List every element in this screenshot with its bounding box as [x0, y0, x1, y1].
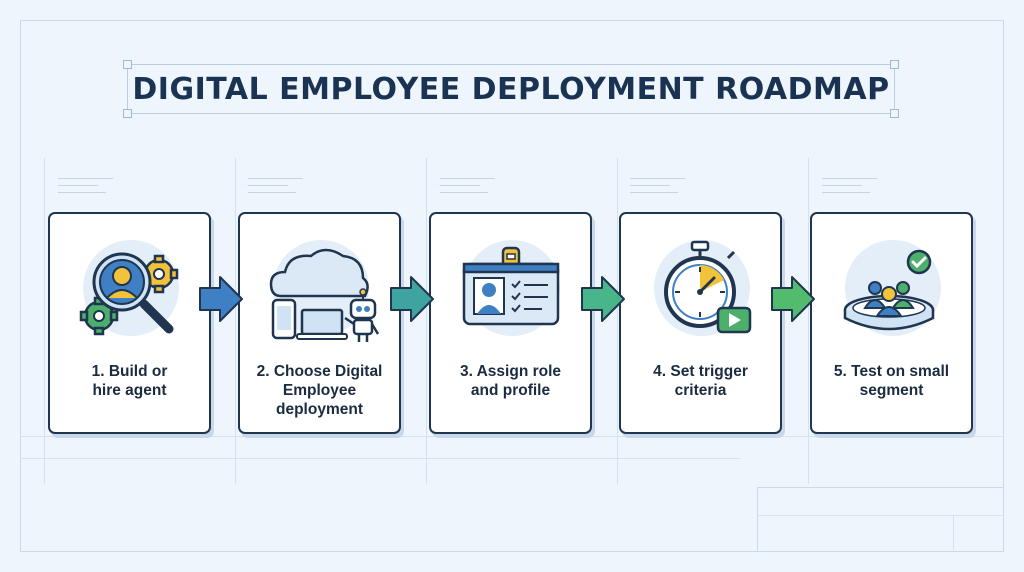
deco-lines: [440, 178, 495, 199]
deco-lines: [630, 178, 685, 199]
grid-line: [20, 458, 740, 459]
step-card-4: 4. Set trigger criteria: [619, 212, 782, 434]
step-label: 2. Choose Digital Employee deployment: [256, 363, 383, 418]
step-card-3: 3. Assign role and profile: [429, 212, 592, 434]
grid-line: [617, 158, 618, 484]
right-arrow-icon: [771, 276, 815, 322]
title-box: DIGITAL EMPLOYEE DEPLOYMENT ROADMAP: [123, 60, 899, 118]
step-card-5: 5. Test on small segment: [810, 212, 973, 434]
right-arrow-icon: [199, 276, 243, 322]
step-card-1: 1. Build or hire agent: [48, 212, 211, 434]
step-label: 1. Build or hire agent: [91, 363, 168, 399]
title-corner: [123, 60, 132, 69]
step-label: 4. Set trigger criteria: [653, 363, 748, 399]
cloud-devices-robot-icon: [259, 230, 380, 351]
grid-line: [808, 158, 809, 484]
group-check-platform-icon: [831, 230, 952, 351]
title-corner: [890, 109, 899, 118]
step-card-2: 2. Choose Digital Employee deployment: [238, 212, 401, 434]
page-title: DIGITAL EMPLOYEE DEPLOYMENT ROADMAP: [132, 71, 890, 107]
step-label: 5. Test on small segment: [833, 363, 950, 399]
stopwatch-play-icon: [640, 230, 761, 351]
title-corner: [890, 60, 899, 69]
grid-line: [426, 158, 427, 484]
title-corner: [123, 109, 132, 118]
deco-lines: [822, 178, 877, 199]
magnifier-person-gears-icon: [69, 230, 190, 351]
grid-line: [953, 515, 954, 550]
step-label: 3. Assign role and profile: [459, 363, 562, 399]
grid-line: [757, 515, 1002, 516]
deco-lines: [58, 178, 113, 199]
right-arrow-icon: [390, 276, 434, 322]
id-badge-icon: [450, 230, 571, 351]
background-frame: [20, 20, 1004, 552]
grid-line: [235, 158, 236, 484]
title-block: [757, 487, 1004, 552]
grid-line: [44, 158, 45, 484]
grid-line: [20, 436, 1002, 437]
right-arrow-icon: [581, 276, 625, 322]
deco-lines: [248, 178, 303, 199]
